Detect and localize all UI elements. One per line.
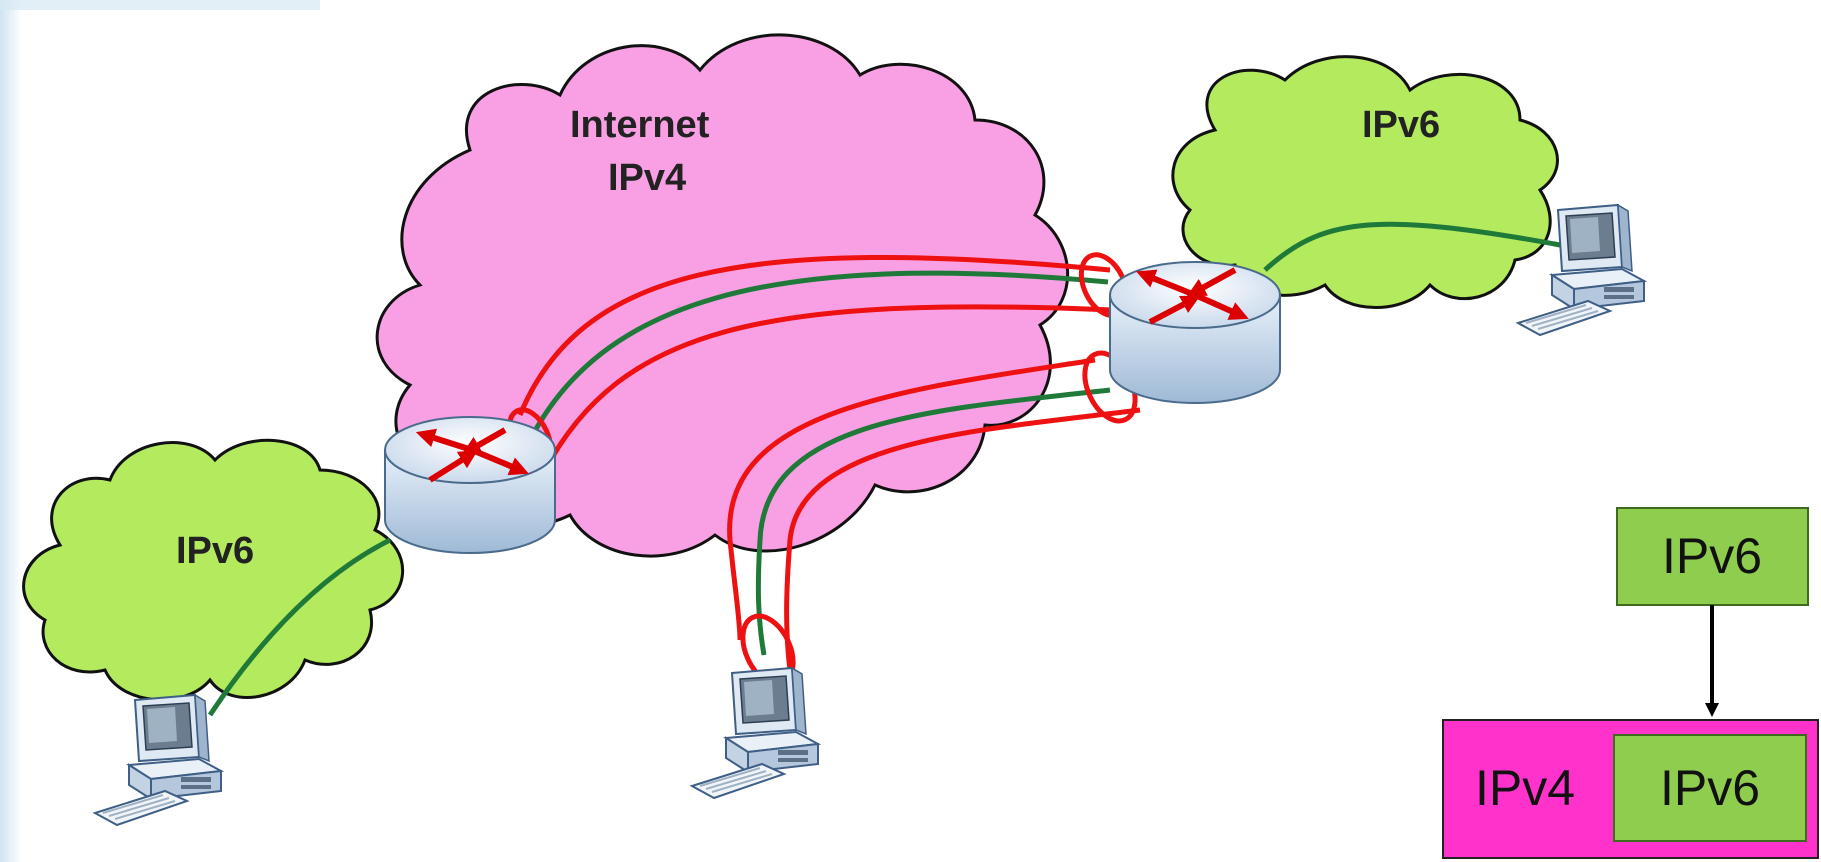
encapsulation-legend: IPv6 IPv4 IPv6 <box>1442 507 1819 859</box>
ipv6-packet-box <box>1616 507 1809 606</box>
background-top-strip <box>0 0 320 10</box>
router-right-icon <box>1109 261 1281 404</box>
ipv6-inner-box <box>1613 734 1807 842</box>
tunnel-router-to-router <box>506 252 1130 472</box>
ipv6-link-left <box>207 537 392 717</box>
ipv6-cloud-left <box>22 438 404 702</box>
ipv6-inner-label: IPv6 <box>1660 760 1760 816</box>
internet-cloud-label: Internet <box>570 104 710 146</box>
ipv4-outer-label: IPv4 <box>1475 760 1575 816</box>
ipv6-packet-label: IPv6 <box>1662 528 1762 584</box>
router-left-icon <box>384 416 556 554</box>
ipv6-link-right <box>1263 221 1561 272</box>
ipv4-cloud-label: IPv4 <box>608 157 686 199</box>
ipv6-right-cloud-label: IPv6 <box>1362 104 1440 146</box>
computer-middle-icon <box>691 667 819 799</box>
ipv6-left-cloud-label: IPv6 <box>176 530 254 572</box>
background-strip <box>0 0 22 862</box>
computer-left-icon <box>94 694 222 826</box>
